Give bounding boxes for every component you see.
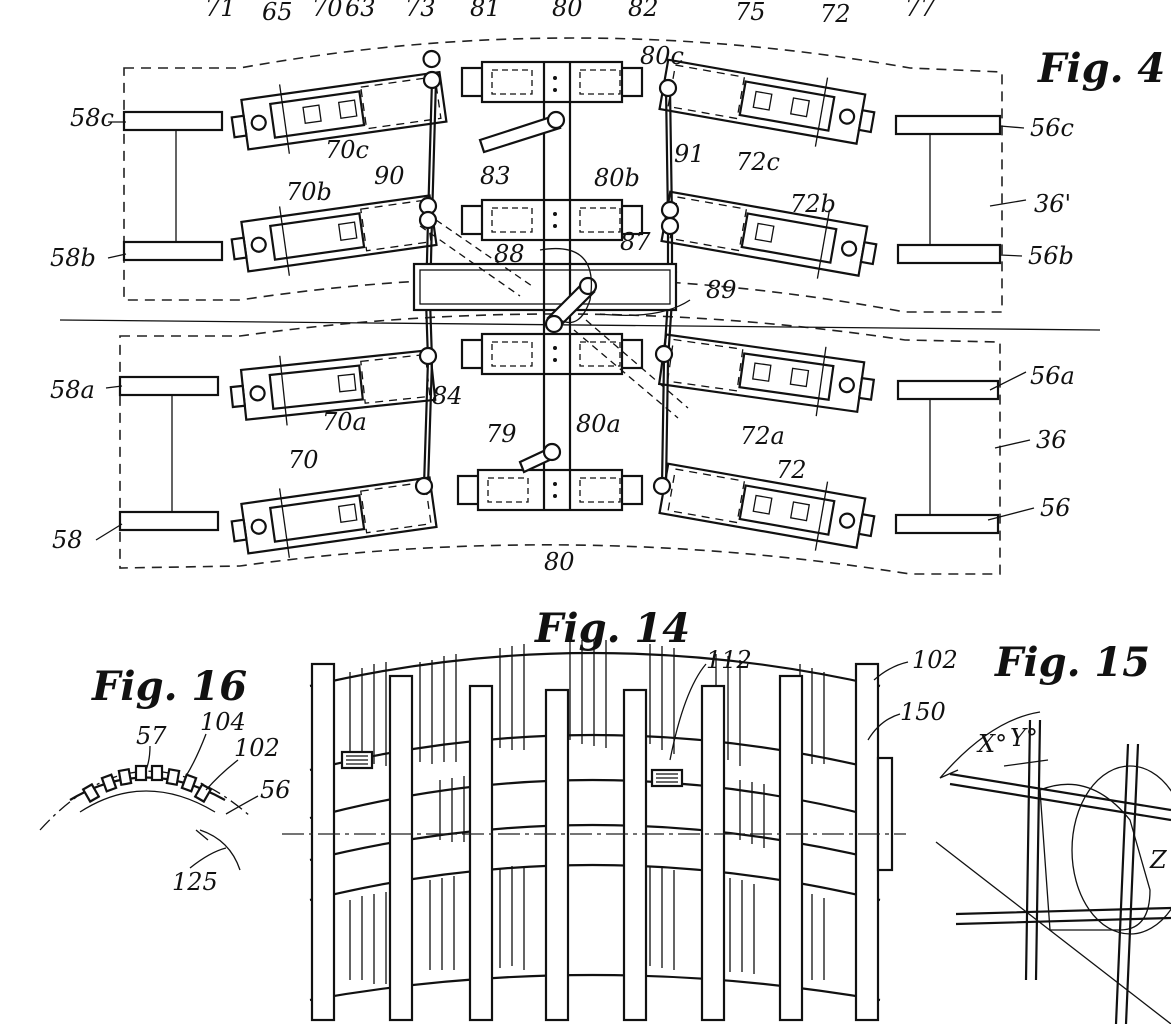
fig14-grid-bars [349, 640, 825, 984]
label-80b: 80b [594, 164, 640, 192]
block-80a [460, 332, 644, 376]
ref-65: 65 [262, 0, 293, 26]
label-102: 102 [234, 734, 280, 762]
label-z: Z [1149, 846, 1168, 874]
fig4-central-blocks [412, 60, 691, 512]
figure-15: Fig. 15 X° Y° Z [935, 639, 1171, 1024]
label-36-prime: 36' [1034, 190, 1071, 218]
label-80c: 80c [640, 42, 684, 70]
block-80 [456, 468, 644, 512]
fig4-right-axles [894, 114, 1002, 535]
label-70b: 70b [286, 178, 332, 206]
label-58b: 58b [50, 244, 96, 272]
label-83: 83 [480, 162, 511, 190]
ref-70: 70 [312, 0, 343, 22]
fig4-top-refs: 71 65 70 63 73 81 80 82 75 72 77 [205, 0, 936, 28]
figure-4: 71 65 70 63 73 81 80 82 75 72 77 Fig. 4 [50, 0, 1165, 576]
label-36: 36 [1036, 426, 1067, 454]
fig16-title: Fig. 16 [91, 663, 247, 710]
label-150: 150 [900, 698, 946, 726]
fig14-title: Fig. 14 [534, 605, 690, 652]
fig4-right-cylinder-72c [658, 58, 876, 147]
ref-80: 80 [552, 0, 583, 22]
label-56c: 56c [1030, 114, 1074, 142]
label-70c: 70c [325, 136, 369, 164]
ref-73: 73 [405, 0, 436, 22]
fig4-left-axles [118, 110, 224, 532]
label-90: 90 [374, 162, 405, 190]
label-72b: 72b [790, 190, 836, 218]
fig4-title: Fig. 4 [1037, 45, 1165, 92]
label-91: 91 [674, 140, 705, 168]
ref-72: 72 [820, 0, 851, 28]
label-56b: 56b [1028, 242, 1074, 270]
label-104: 104 [200, 708, 246, 736]
ref-63: 63 [345, 0, 376, 22]
block-80c [460, 60, 644, 104]
fig4-left-labels: 58c 58b 58a 58 [50, 104, 127, 554]
fig4-center-line [59, 319, 1101, 331]
fig16-teeth [81, 764, 213, 804]
figure-16: Fig. 16 57 104 102 56 125 [39, 663, 291, 896]
label-125: 125 [172, 868, 218, 896]
label-80a: 80a [576, 410, 621, 438]
fig4-right-cylinder-72b [660, 190, 878, 279]
ref-75: 75 [735, 0, 766, 26]
label-102: 102 [912, 646, 958, 674]
label-89: 89 [706, 276, 737, 304]
fig15-title: Fig. 15 [994, 639, 1150, 686]
label-72a: 72a [740, 422, 785, 450]
fig4-left-cylinder-70b [230, 194, 438, 276]
label-72: 72 [776, 456, 807, 484]
block-80b [460, 198, 644, 242]
fig4-part-labels: 70c 90 70b 88 84 70a 70 80c 83 80b 87 89… [286, 42, 836, 576]
label-56: 56 [1040, 494, 1071, 522]
fig4-right-cylinder-72 [658, 462, 876, 551]
label-57: 57 [136, 722, 167, 750]
fig14-top-band [309, 651, 881, 688]
label-80: 80 [544, 548, 575, 576]
fig4-left-cylinder-70 [230, 476, 438, 558]
fig4-upper-frame-outline [123, 37, 1003, 313]
label-y-degree: Y° [1010, 724, 1038, 752]
label-72c: 72c [736, 148, 780, 176]
ref-81: 81 [470, 0, 501, 22]
label-56: 56 [260, 776, 291, 804]
fig4-lower-frame-outline [119, 313, 1001, 575]
label-x-degree: X° [976, 730, 1007, 758]
label-58c: 58c [70, 104, 114, 132]
ref-77: 77 [905, 0, 936, 22]
ref-82: 82 [628, 0, 659, 22]
label-112: 112 [706, 646, 752, 674]
fig14-posts [310, 662, 894, 1022]
fig14-vents [340, 750, 684, 788]
figure-14: Fig. 14 [282, 605, 958, 1022]
label-58: 58 [52, 526, 83, 554]
fig4-left-cylinder-70a [229, 348, 437, 426]
label-56a: 56a [1030, 362, 1075, 390]
label-70: 70 [288, 446, 319, 474]
label-79: 79 [486, 420, 517, 448]
label-70a: 70a [322, 408, 367, 436]
label-84: 84 [432, 382, 463, 410]
label-88: 88 [494, 240, 525, 268]
fig4-right-cylinder-72a [657, 333, 876, 417]
label-87: 87 [620, 228, 651, 256]
fig4-right-labels: 56c 36' 56b 56a 36 56 [987, 114, 1075, 522]
fig4-left-cylinder-70c [230, 49, 448, 154]
ref-71: 71 [205, 0, 236, 22]
label-58a: 58a [50, 376, 95, 404]
